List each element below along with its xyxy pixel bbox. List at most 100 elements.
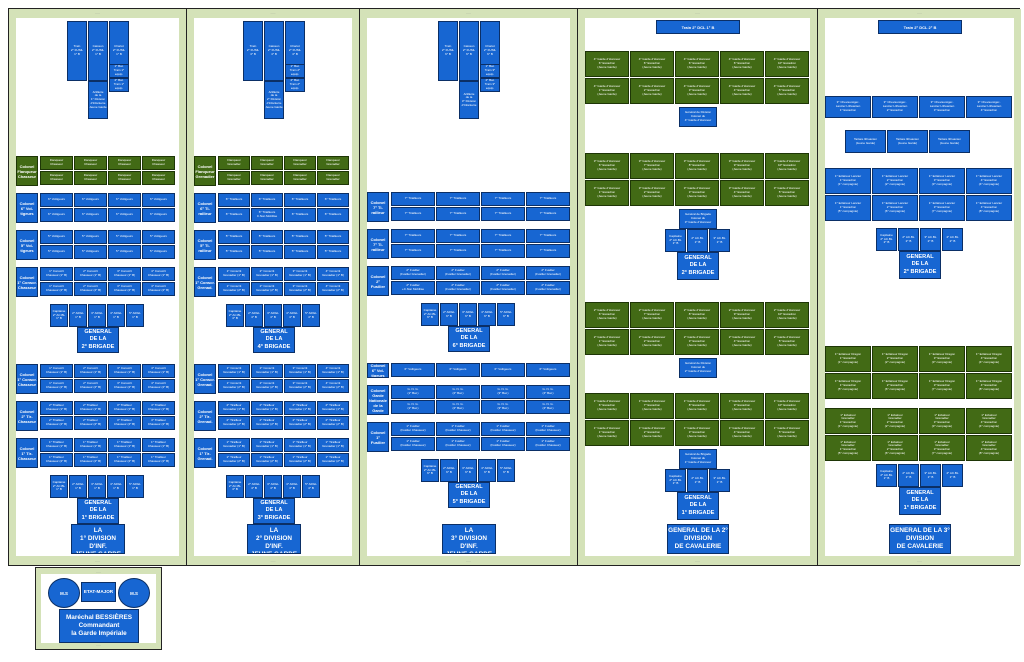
artillery-captain-box[interactable]: 3° ARGL 6° B bbox=[459, 459, 477, 482]
horse-artillery-box[interactable]: 3° AC.BL 1° B bbox=[709, 229, 730, 252]
battalion-box[interactable]: 3° Conscrit Chasseur (2° B) bbox=[108, 379, 141, 393]
battalion-box[interactable]: 2° Tirailleur Chasseur (2° B) bbox=[74, 416, 107, 430]
division-commander-box[interactable]: GENERAL DE LA 2° DIVISION DE CAVALERIE bbox=[667, 524, 729, 554]
artillery-captain-box[interactable]: 4° ARGL 1° B bbox=[107, 475, 125, 498]
garde-honneur-squadron-box[interactable]: 3° Garde d'Honneur 9° Escadron (Jeune Ga… bbox=[720, 153, 764, 179]
battalion-box[interactable]: 7° Tirailleurs bbox=[391, 229, 435, 243]
battalion-box[interactable]: 1° Tirailleur Chasseur (1° B) bbox=[108, 438, 141, 452]
garde-honneur-squadron-box[interactable]: 2° Garde d'Honneur 2° Escadron (Jeune Ga… bbox=[630, 329, 674, 355]
eclaireur-dragon-box[interactable]: 1° Eclaireur Dragon 4° Escadron (8° comp… bbox=[966, 373, 1012, 399]
battalion-box[interactable]: G. N. G. (3° Bat.) bbox=[481, 385, 525, 399]
battalion-box[interactable]: 6° Voltigeurs bbox=[142, 193, 175, 207]
colonel-box[interactable]: Colonel 7° Ti- railleur bbox=[367, 229, 389, 259]
brigade-general-box[interactable]: GENERAL DE LA 4° BRIGADE bbox=[253, 327, 295, 353]
horse-artillery-box[interactable]: Capitaine 2° AC.BL 1° B bbox=[665, 229, 686, 252]
battalion-box[interactable]: 4° Tirailleur Chasseur (1° B) bbox=[142, 401, 175, 415]
battalion-box[interactable]: Flanqueur Chasseur bbox=[74, 171, 107, 185]
battalion-box[interactable]: 2° Tirailleur Grenadier (2° B) bbox=[251, 416, 283, 430]
battalion-box[interactable]: 2° Tirailleur Chasseur (1° B) bbox=[40, 401, 73, 415]
garde-honneur-squadron-box[interactable]: 2° Garde d'Honneur 3° Escadron (Jeune Ga… bbox=[675, 329, 719, 355]
cavalry-train-bar[interactable]: Train 2° DCL 2° B bbox=[878, 20, 962, 34]
cavalry-train-bar[interactable]: Train 2° DCL 1° B bbox=[656, 20, 740, 34]
battalion-box[interactable]: 6° Voltigeurs bbox=[481, 363, 525, 377]
battalion-box[interactable]: 1° Fusilier (Fusilier Chasseur) bbox=[391, 422, 435, 436]
artillery-captain-box[interactable]: 3° ARGL 4° B bbox=[264, 475, 282, 498]
colonel-box[interactable]: Colonel Flanqueur Grenadier bbox=[194, 156, 216, 186]
battalion-box[interactable]: Flanqueur Chasseur bbox=[142, 171, 175, 185]
eclaireur-grenadier-box[interactable]: 1° Eclaireur Grenadier 4° Escadron (8° c… bbox=[966, 435, 1012, 461]
battalion-box[interactable]: G. N. G. (4° Bat.) bbox=[526, 400, 570, 414]
battalion-box[interactable]: 6° Tirailleurs bbox=[284, 193, 316, 207]
garde-honneur-squadron-box[interactable]: 1° Garde d'Honneur 4° Escadron (Jeune Ga… bbox=[720, 420, 764, 446]
colonel-box[interactable]: Colonel 6° Vol- tigeurs bbox=[16, 193, 38, 223]
artillery-captain-box[interactable]: 5° ARGL 4° B bbox=[302, 304, 320, 327]
garde-honneur-squadron-box[interactable]: 2° Garde d'Honneur 6° Escadron (Jeune Ga… bbox=[585, 302, 629, 328]
division-artillery-box[interactable]: Artillerie de la 3° Division d'Infanteri… bbox=[459, 81, 479, 119]
colonel-box[interactable]: Colonel 1° Conscr. Chasseur bbox=[16, 364, 38, 394]
eclaireur-grenadier-box[interactable]: 1° Eclaireur Grenadier 1° Escadron (1° c… bbox=[825, 408, 871, 434]
battalion-box[interactable]: 6° Tirailleurs bbox=[218, 193, 250, 207]
battalion-box[interactable]: 5° Voltigeurs bbox=[74, 245, 107, 259]
horse-artillery-box[interactable]: 3° AC.BL 1° B bbox=[920, 464, 941, 487]
battalion-box[interactable]: Flanqueur Grenadier bbox=[284, 156, 316, 170]
garde-honneur-squadron-box[interactable]: 3° Garde d'Honneur 4° Escadron (Jeune Ga… bbox=[720, 180, 764, 206]
battalion-box[interactable]: Flanqueur Grenadier bbox=[218, 171, 250, 185]
chevau-leger-squadron-box[interactable]: 3° Chevau-léger- Lancier Lithuanien 2° E… bbox=[872, 96, 918, 118]
garde-honneur-squadron-box[interactable]: 1° Garde d'Honneur 3° Escadron (Jeune Ga… bbox=[675, 420, 719, 446]
battalion-box[interactable]: Flanqueur Grenadier bbox=[317, 156, 349, 170]
brigade-general-box[interactable]: GENERAL DE LA 1° BRIGADE bbox=[677, 492, 719, 520]
colonel-box[interactable]: Colonel 1° Tir- Chasseur bbox=[16, 438, 38, 468]
artillery-captain-box[interactable]: 2° ARGL 6° B bbox=[440, 459, 458, 482]
battalion-box[interactable]: 7° Tirailleurs bbox=[526, 207, 570, 221]
battalion-box[interactable]: 4° Conscrit Chasseur (2° B) bbox=[142, 282, 175, 296]
battalion-box[interactable]: 7° Tirailleurs bbox=[481, 207, 525, 221]
eclaireur-grenadier-box[interactable]: 1° Eclaireur Grenadier 1° Escadron (5° c… bbox=[825, 435, 871, 461]
battalion-box[interactable]: 2° Fusilier (Fusilier Grenadier) bbox=[526, 281, 570, 295]
artillery-train-unit[interactable]: Train 2° FUSIL 1° B bbox=[67, 21, 87, 81]
garde-honneur-squadron-box[interactable]: 4° Garde d'Honneur 6° Escadron (Jeune Ga… bbox=[585, 51, 629, 77]
artillery-train-small[interactable]: 1° Bat. Train 3° equip. bbox=[480, 64, 500, 78]
horse-artillery-box[interactable]: 2° AC.BL 1° B bbox=[898, 464, 919, 487]
battalion-box[interactable]: 5° Tirailleurs bbox=[251, 245, 283, 259]
battalion-box[interactable]: 6° Voltigeurs bbox=[108, 208, 141, 222]
battalion-box[interactable]: 1° Tirailleur Chasseur (1° B) bbox=[40, 438, 73, 452]
battalion-box[interactable]: 7° Tirailleurs bbox=[391, 207, 435, 221]
battalion-box[interactable]: 6° Tirailleurs bbox=[218, 208, 250, 222]
artillery-captain-box[interactable]: Capitaine 2° AC.BL 1° B bbox=[50, 475, 68, 498]
artillery-captain-box[interactable]: 5° ARGL 1° B bbox=[126, 304, 144, 327]
battalion-box[interactable]: 3° Tirailleur Chasseur (2° B) bbox=[108, 416, 141, 430]
artillery-captain-box[interactable]: Capitaine 2° AC.BL 1° B bbox=[50, 304, 68, 327]
battalion-box[interactable]: G. N. G. (3° Bat.) bbox=[481, 400, 525, 414]
colonel-box[interactable]: Colonel 5° Vol- tigeurs bbox=[16, 230, 38, 260]
chevau-leger-squadron-box[interactable]: 3° Chevau-léger- Lancier Lithuanien 1° E… bbox=[825, 96, 871, 118]
eclaireur-dragon-box[interactable]: 1° Eclaireur Dragon 2° Escadron (2° comp… bbox=[872, 346, 918, 372]
garde-honneur-squadron-box[interactable]: 4° Garde d'Honneur 6° Escadron (Jeune Ga… bbox=[675, 51, 719, 77]
colonel-box[interactable]: Colonel 1° Conscr. Grenad. bbox=[194, 364, 216, 394]
artillery-captain-box[interactable]: 4° ARGL 4° B bbox=[283, 304, 301, 327]
marshal-bessieres-box[interactable]: Maréchal BESSIÈRES Commandant la Garde I… bbox=[59, 609, 139, 643]
cavalry-colonel-box[interactable]: Général de Brigade Colonel du 3° Garde d… bbox=[679, 209, 717, 229]
battalion-box[interactable]: 4° Conscrit Grenadier (2° B) bbox=[317, 379, 349, 393]
battalion-box[interactable]: 2° Fusilier (Fusilier Grenadier) bbox=[391, 266, 435, 280]
battalion-box[interactable]: 2° Fusilier (Fusilier Grenadier) bbox=[436, 266, 480, 280]
battalion-box[interactable]: 1° Tirailleur Chasseur (2° B) bbox=[142, 453, 175, 467]
garde-honneur-squadron-box[interactable]: 1° Garde d'Honneur 1° Escadron (Jeune Ga… bbox=[585, 420, 629, 446]
battalion-box[interactable]: Flanqueur Grenadier bbox=[218, 156, 250, 170]
battalion-box[interactable]: 7° Tirailleurs bbox=[526, 192, 570, 206]
artillery-captain-box[interactable]: 3° ARGL 1° B bbox=[88, 475, 106, 498]
battalion-box[interactable]: Flanqueur Grenadier bbox=[251, 156, 283, 170]
eclaireur-lancier-box[interactable]: 1° Eclaireur Lancier 4° Escadron (4° com… bbox=[966, 168, 1012, 194]
garde-honneur-squadron-box[interactable]: 3° Garde d'Honneur 10° Escadron (Jeune G… bbox=[765, 153, 809, 179]
battalion-box[interactable]: 6° Voltigeurs bbox=[108, 193, 141, 207]
eclaireur-dragon-box[interactable]: 1° Eclaireur Dragon 3° Escadron (7° comp… bbox=[919, 373, 965, 399]
battalion-box[interactable]: Flanqueur Grenadier bbox=[251, 171, 283, 185]
cavalry-colonel-box[interactable]: Général de Division Colonel du 2° Garde … bbox=[679, 358, 717, 378]
battalion-box[interactable]: Flanqueur Grenadier bbox=[317, 171, 349, 185]
battalion-box[interactable]: 5° Tirailleurs bbox=[218, 230, 250, 244]
garde-honneur-squadron-box[interactable]: 4° Garde d'Honneur 10° Escadron (Jeune G… bbox=[765, 51, 809, 77]
battalion-box[interactable]: 1° Tirailleur Grenadier (2° B) bbox=[317, 453, 349, 467]
battalion-box[interactable]: 4° Conscrit Grenadier (1° B) bbox=[317, 364, 349, 378]
colonel-box[interactable]: Colonel Garde Nationale de la Garde bbox=[367, 385, 389, 415]
garde-honneur-squadron-box[interactable]: 1° Garde d'Honneur 2° Escadron (Jeune Ga… bbox=[630, 420, 674, 446]
battalion-box[interactable]: 5° Tirailleurs bbox=[218, 245, 250, 259]
